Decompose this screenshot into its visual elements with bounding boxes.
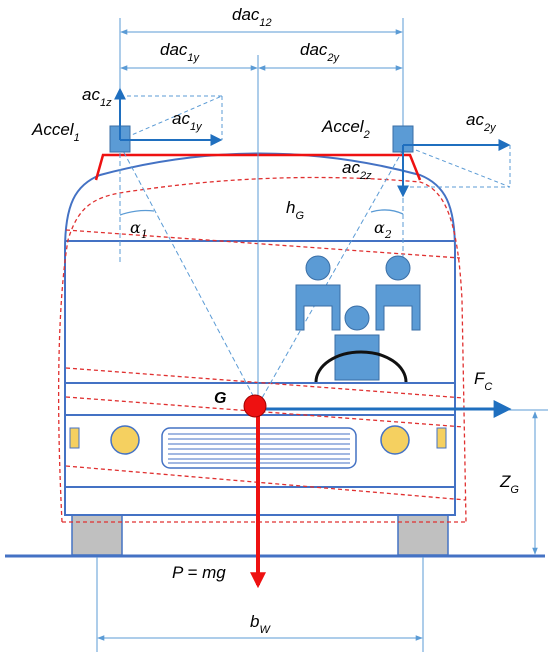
- alpha2-arc: [370, 209, 404, 215]
- passenger-left: [295, 255, 341, 331]
- zg-label: ZG: [499, 472, 519, 496]
- bw-label: bW: [250, 612, 271, 636]
- right-wheel: [397, 514, 449, 556]
- fc-label: FC: [474, 369, 492, 393]
- dac1y-label: dac1y: [160, 40, 201, 64]
- dac12-label: dac12: [232, 5, 272, 29]
- left-indicator: [69, 427, 80, 449]
- g-label: G: [214, 390, 226, 407]
- bus-body-outline: [64, 152, 456, 516]
- steering-wheel: [314, 350, 408, 383]
- alpha1-label: α1: [130, 218, 148, 241]
- right-headlight: [380, 425, 410, 455]
- left-wheel: [71, 514, 123, 556]
- p-mg-label: P = mg: [172, 563, 226, 582]
- deformed-body-outline: [57, 176, 467, 523]
- right-indicator: [436, 427, 447, 449]
- roof-accent: [94, 153, 422, 181]
- accel1-construction: [119, 95, 223, 141]
- passenger-right: [375, 255, 421, 331]
- center-of-gravity-marker: [243, 394, 267, 418]
- alpha1-arc: [119, 209, 155, 216]
- left-headlight: [110, 425, 140, 455]
- alpha2-label: α2: [374, 218, 392, 241]
- accel2-label: Accel2: [321, 117, 370, 141]
- driver: [334, 305, 380, 381]
- ac1y-label: ac1y: [172, 109, 203, 133]
- hg-label: hG: [286, 198, 304, 222]
- accel1-label: Accel1: [31, 120, 80, 144]
- bw-guides: [96, 557, 424, 652]
- dac2y-label: dac2y: [300, 40, 341, 64]
- ac1z-label: ac1z: [82, 85, 112, 109]
- ac2y-label: ac2y: [466, 110, 497, 134]
- accel2-construction: [402, 144, 511, 188]
- ac2z-label: ac2z: [342, 158, 372, 182]
